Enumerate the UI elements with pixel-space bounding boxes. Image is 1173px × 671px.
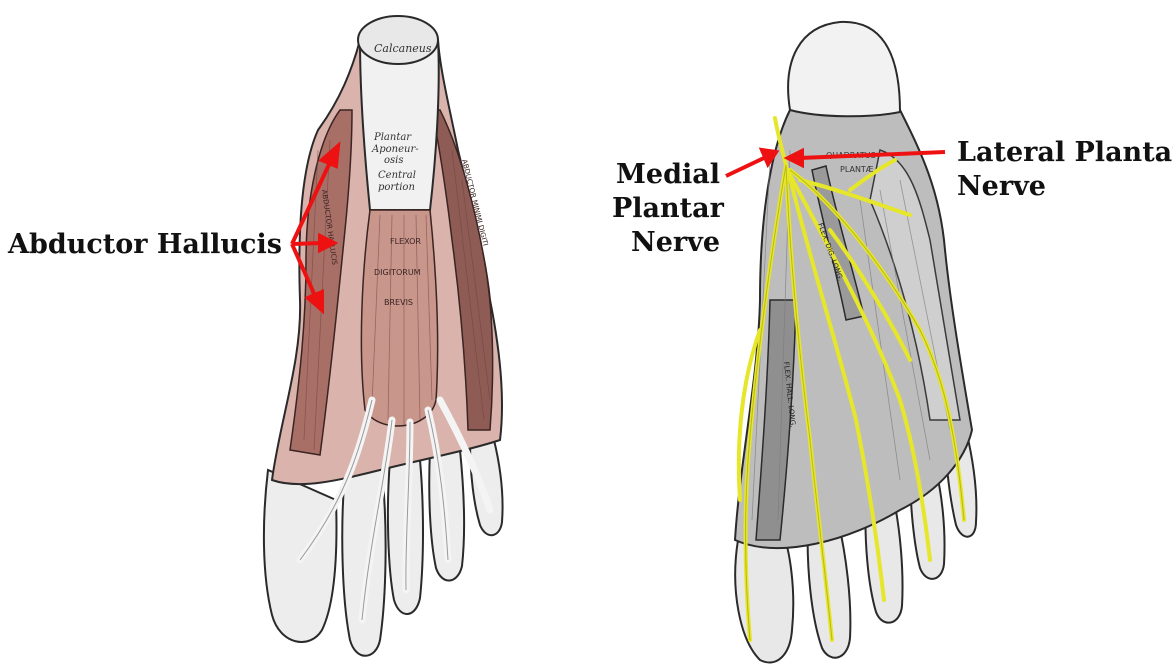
left-plantar-label-3: osis [384, 155, 403, 166]
right-quadratus-label-2: PLANTÆ [840, 165, 874, 174]
lateral-label-line-2: Nerve [957, 170, 1173, 204]
left-flexor-label-3: BREVIS [384, 298, 413, 307]
left-central-label-2: portion [378, 182, 415, 193]
left-foot-muscles: Calcaneus Plantar Aponeur- osis Central … [264, 16, 503, 656]
lateral-label-line-1: Lateral Plantar [957, 136, 1173, 170]
left-central-label-1: Central [378, 170, 416, 181]
right-calcaneus [788, 22, 900, 116]
left-calcaneus-label: Calcaneus [374, 42, 432, 55]
medial-label-line-1: Medial [612, 158, 720, 192]
right-foot-nerves: QUADRATUS PLANTÆ FLEX. DIG. LONG. FLEX. … [735, 22, 976, 663]
left-flexor-label-2: DIGITORUM [374, 268, 421, 277]
medial-label-line-3: Nerve [612, 226, 720, 260]
left-toe-5 [470, 440, 503, 535]
abductor-hallucis-label: Abductor Hallucis [8, 228, 282, 262]
medial-plantar-nerve-label: Medial Plantar Nerve [612, 158, 720, 259]
left-plantar-label-1: Plantar [373, 132, 412, 143]
left-calcaneus [358, 16, 438, 64]
lateral-plantar-nerve-label: Lateral Plantar Nerve [957, 136, 1173, 204]
left-plantar-label-2: Aponeur- [371, 144, 419, 155]
left-flexor-label-1: FLEXOR [390, 237, 421, 246]
medial-label-line-2: Plantar [612, 192, 720, 226]
